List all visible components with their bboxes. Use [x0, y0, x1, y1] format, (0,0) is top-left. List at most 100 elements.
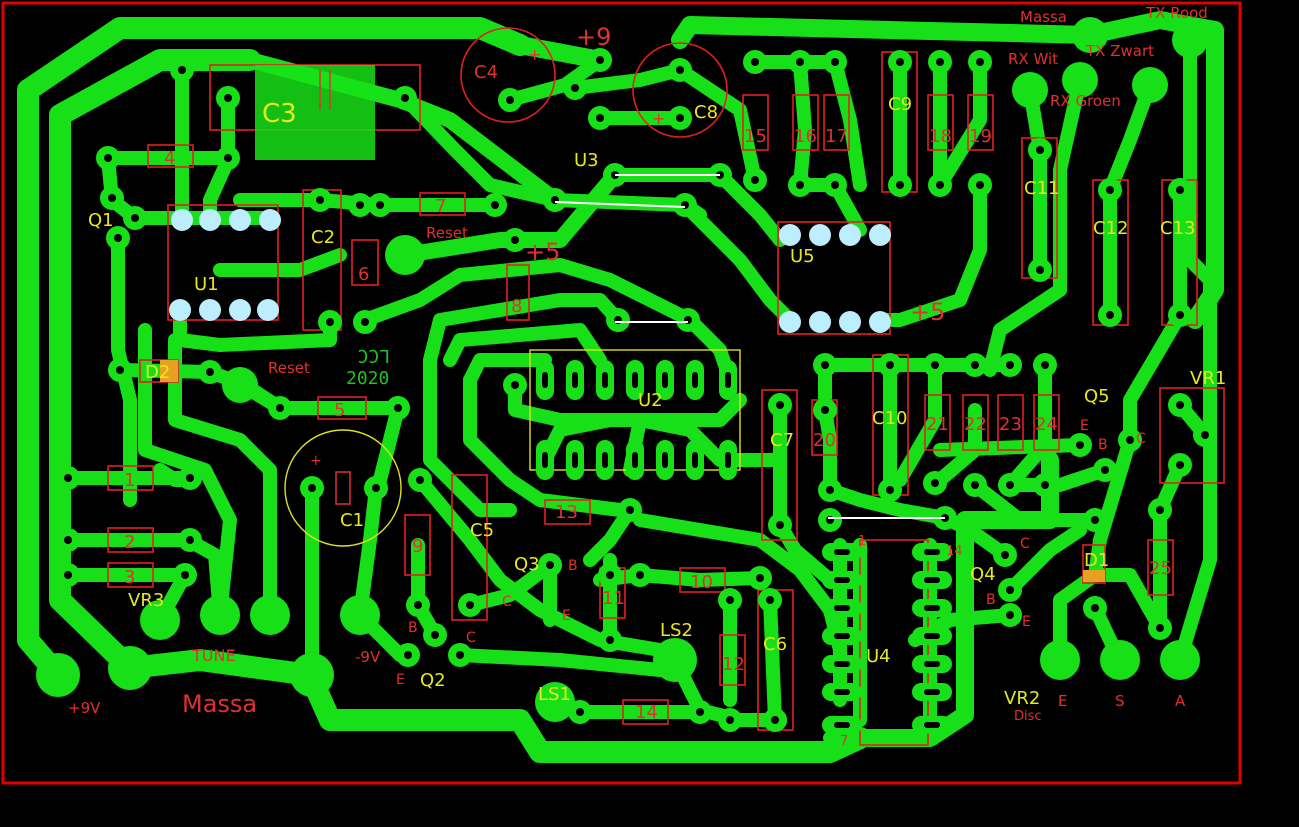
- ic-pad-hole: [924, 722, 940, 728]
- component-labels: C3 C4 C8 C9 C11 C12 C13 C2 C1 C5 C6 C7 C…: [68, 4, 1226, 749]
- pad-hole: [1176, 401, 1184, 409]
- label-q5-c: C: [1136, 431, 1146, 447]
- label-q4-e: E: [1022, 614, 1031, 630]
- ic-pad-hole: [834, 661, 850, 667]
- label-plus9-top: +9: [576, 23, 611, 51]
- label-c5: C5: [470, 520, 494, 541]
- label-q5-b: B: [1098, 437, 1108, 453]
- svg-text:+: +: [310, 453, 322, 469]
- label-r11: 11: [602, 588, 625, 609]
- label-q5-e: E: [1080, 418, 1089, 434]
- pad-hole: [414, 601, 422, 609]
- pad-hole: [606, 571, 614, 579]
- label-reset1: Reset: [426, 224, 468, 242]
- pad-hole: [976, 181, 984, 189]
- pad-hole: [372, 484, 380, 492]
- label-q2: Q2: [420, 670, 446, 691]
- label-q2-e: E: [396, 672, 405, 688]
- ic-pad-hole: [834, 605, 850, 611]
- pad-hole: [886, 486, 894, 494]
- pad-hole: [116, 366, 124, 374]
- label-disc: Disc: [1014, 709, 1042, 724]
- label-q5: Q5: [1084, 386, 1110, 407]
- label-q3-b: B: [568, 558, 578, 574]
- ic-pad-hole: [834, 689, 850, 695]
- label-c4: C4: [474, 62, 498, 83]
- pad-hole: [506, 96, 514, 104]
- label-minus9: -9V: [355, 648, 381, 666]
- pad-hole: [751, 176, 759, 184]
- label-u4-pin14: 14: [946, 544, 963, 559]
- pad-hole: [1036, 146, 1044, 154]
- pad-hole: [626, 506, 634, 514]
- ic-pad-hole: [924, 661, 940, 667]
- pad-hole: [178, 66, 186, 74]
- ic-pad-hole: [632, 372, 638, 388]
- label-q4-b: B: [986, 592, 996, 608]
- label-q3-c: C: [502, 594, 512, 610]
- pad-hole: [831, 181, 839, 189]
- pad-hole: [511, 381, 519, 389]
- pad-hole: [1006, 586, 1014, 594]
- pad-hole: [186, 536, 194, 544]
- pad-hole: [376, 201, 384, 209]
- ic-pad-hole: [662, 452, 668, 468]
- pad-hole: [1006, 481, 1014, 489]
- pad-hole: [766, 596, 774, 604]
- label-r12: 12: [722, 654, 745, 675]
- label-r17: 17: [825, 126, 848, 147]
- label-r18: 18: [929, 126, 952, 147]
- label-q3: Q3: [514, 554, 540, 575]
- label-tune: TUNE: [191, 646, 236, 665]
- pad-hole: [1091, 604, 1099, 612]
- pad-hole: [1106, 311, 1114, 319]
- label-q4-c: C: [1020, 536, 1030, 552]
- pad-hole: [831, 58, 839, 66]
- label-r7: 7: [435, 196, 446, 217]
- jumper-wires: [554, 174, 945, 519]
- label-r6: 6: [358, 264, 369, 285]
- silkscreen-outlines: [107, 27, 1225, 746]
- pad-hole: [64, 536, 72, 544]
- pad-hole: [356, 201, 364, 209]
- pad-hole: [936, 58, 944, 66]
- pad-hole: [971, 361, 979, 369]
- label-vr2-a: A: [1175, 692, 1186, 710]
- pad-hole: [224, 94, 232, 102]
- pad-hole: [1101, 466, 1109, 474]
- pad-hole: [104, 154, 112, 162]
- ic-pad-hole: [834, 549, 850, 555]
- pad-hole: [576, 708, 584, 716]
- pad-hole: [404, 651, 412, 659]
- pad-hole: [224, 154, 232, 162]
- label-massa-top: Massa: [1020, 8, 1067, 26]
- pad-hole: [1176, 186, 1184, 194]
- pad-hole: [1076, 441, 1084, 449]
- ic-pad-hole: [572, 452, 578, 468]
- pad-hole: [696, 708, 704, 716]
- label-r5: 5: [334, 400, 345, 421]
- pad-hole: [1176, 461, 1184, 469]
- pad-hole: [308, 484, 316, 492]
- pad-hole: [896, 181, 904, 189]
- label-rx-wit: RX Wit: [1008, 50, 1058, 68]
- pad-hole: [1156, 506, 1164, 514]
- label-vr1: VR1: [1190, 368, 1226, 389]
- label-r15: 15: [744, 126, 767, 147]
- pad-hole: [108, 194, 116, 202]
- board-outline: [1, 1, 1242, 785]
- label-plus5-b: +5: [910, 298, 945, 326]
- ic-pad-hole: [834, 577, 850, 583]
- pad-hole: [64, 474, 72, 482]
- label-c12: C12: [1093, 218, 1128, 239]
- label-r9: 9: [412, 536, 423, 557]
- pad-hole: [491, 201, 499, 209]
- ic-pad-hole: [725, 452, 731, 468]
- pad-hole: [931, 479, 939, 487]
- pad-hole: [1156, 624, 1164, 632]
- ic-pad-hole: [924, 689, 940, 695]
- ic-pad-hole: [725, 372, 731, 388]
- label-ls1: LS1: [538, 684, 571, 705]
- label-r23: 23: [999, 414, 1022, 435]
- label-r13: 13: [555, 502, 578, 523]
